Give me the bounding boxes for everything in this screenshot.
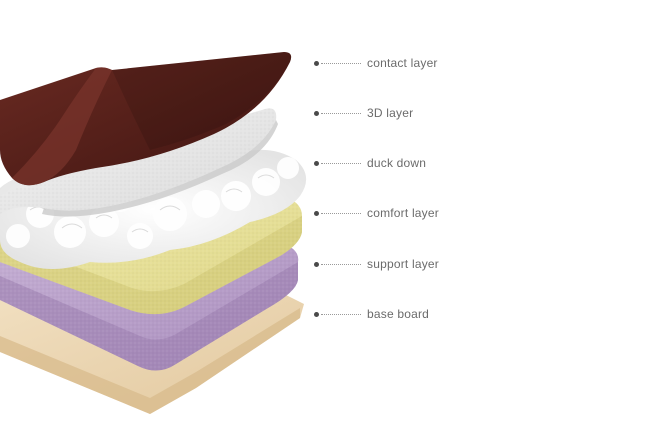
label-comfort-layer: comfort layer [367, 206, 439, 220]
callout-dot [314, 210, 319, 216]
callout-leader-line [321, 313, 361, 315]
label-base-board: base board [367, 307, 430, 321]
callout-3d-layer: 3D layer [314, 106, 413, 120]
callout-dot [314, 110, 319, 116]
label-contact-layer: contact layer [367, 56, 438, 70]
callout-leader-line [321, 162, 361, 164]
callout-leader-line [321, 263, 361, 265]
callout-leader-line [321, 112, 361, 114]
callout-duck-down: duck down [314, 156, 426, 170]
contact-layer [0, 52, 292, 186]
callout-comfort-layer: comfort layer [314, 206, 439, 220]
callout-dot [314, 311, 319, 317]
label-support-layer: support layer [367, 257, 439, 271]
label-duck-down: duck down [367, 156, 427, 170]
callout-support-layer: support layer [314, 257, 439, 271]
callout-base-board: base board [314, 307, 429, 321]
callout-dot [314, 60, 319, 66]
callout-leader-line [321, 62, 361, 64]
label-3d-layer: 3D layer [367, 106, 414, 120]
callout-dot [314, 261, 319, 267]
callout-dot [314, 160, 319, 166]
callout-contact-layer: contact layer [314, 56, 438, 70]
callout-leader-line [321, 212, 361, 214]
